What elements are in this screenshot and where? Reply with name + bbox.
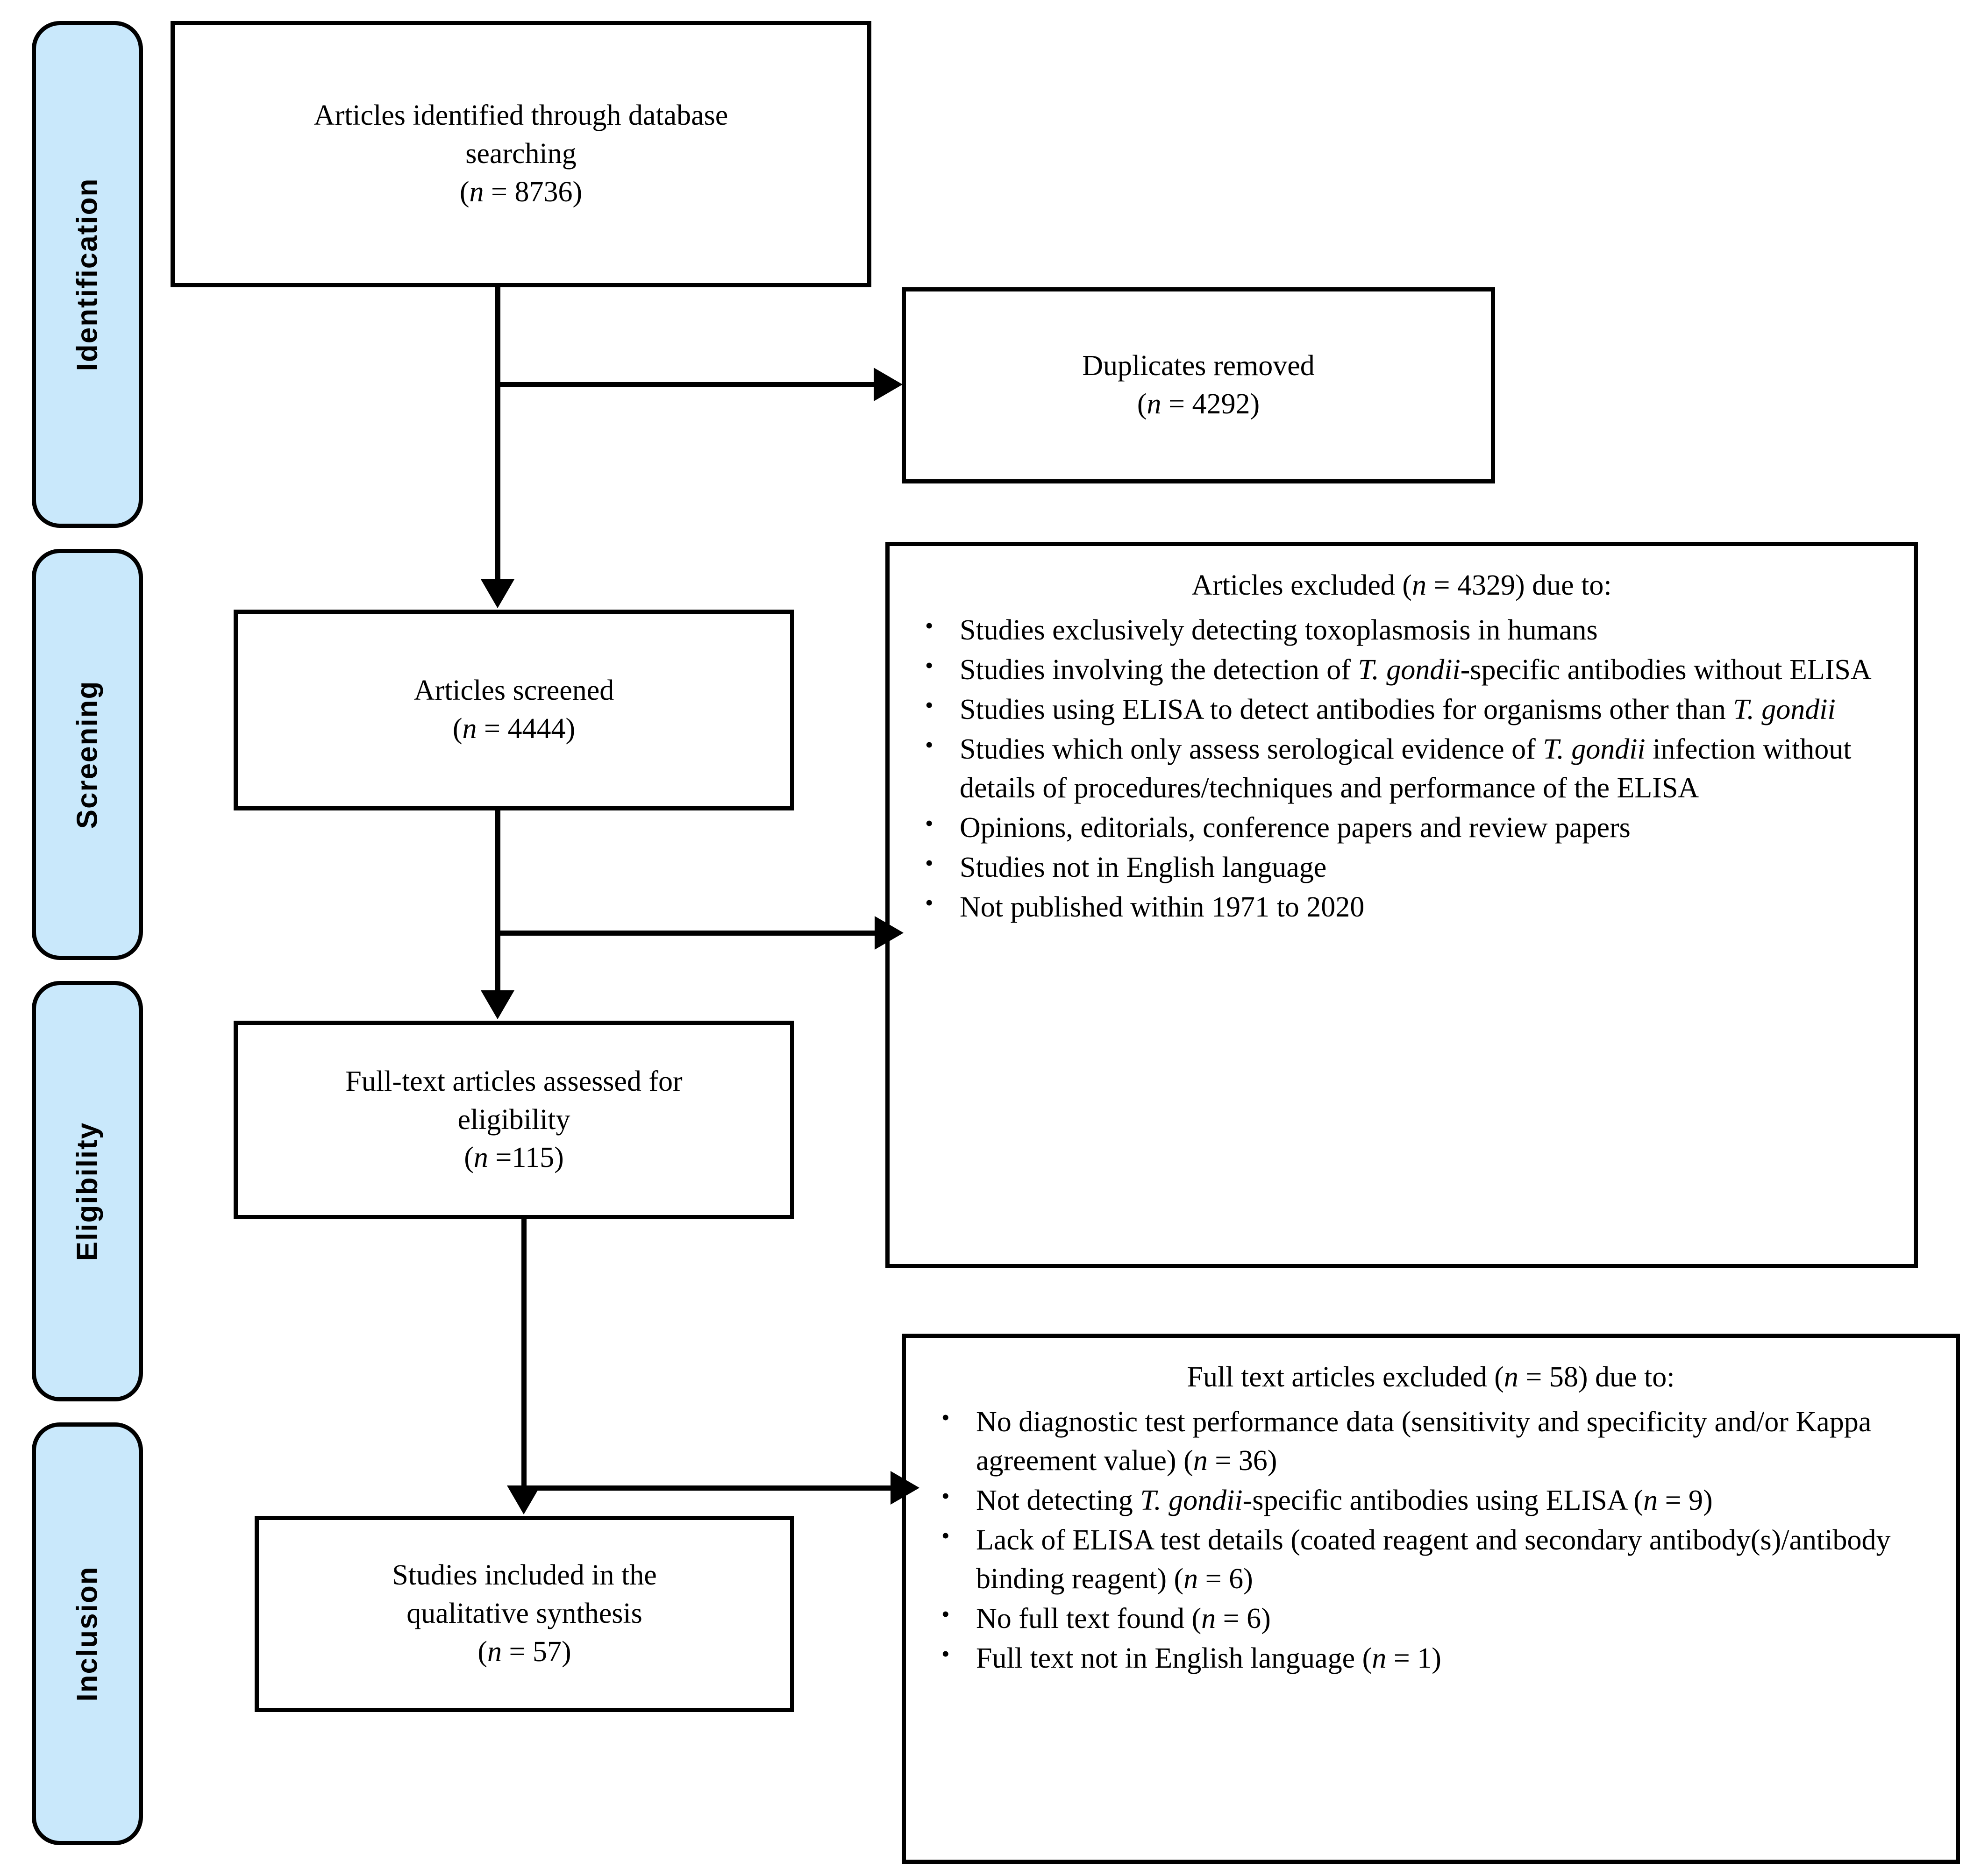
screening-exclusions-inner: Articles excluded (n = 4329) due to: Stu… [890,546,1914,942]
arrowhead-to-duplicates [874,368,903,401]
box-duplicates-removed: Duplicates removed (n = 4292) [902,287,1495,483]
stage-label-inclusion: Inclusion [71,1566,104,1702]
box-studies-included-text: Studies included in the qualitative synt… [381,1556,668,1671]
included-line2: qualitative synthesis [406,1598,642,1630]
exclusion-item: Not published within 1971 to 2020 [909,887,1894,927]
n-symbol: n [469,176,484,208]
included-count: (n = 57) [477,1635,571,1668]
exclusion-item: No diagnostic test performance data (sen… [926,1402,1936,1480]
fulltext-assessed-line2: eligibility [457,1103,570,1136]
box-articles-screened-text: Articles screened (n = 4444) [403,672,626,748]
stage-pill-screening: Screening [32,549,143,960]
box-articles-identified-text: Articles identified through database sea… [303,97,740,211]
arrowhead-to-screening-exclusions [875,916,904,950]
n-symbol: n [473,1142,488,1174]
connector-fulltext-to-included [521,1219,527,1485]
fulltext-exclusions-inner: Full text articles excluded (n = 58) due… [906,1338,1956,1693]
screening-exclusions-list: Studies exclusively detecting toxoplasmo… [909,610,1894,927]
box-fulltext-exclusions: Full text articles excluded (n = 58) due… [902,1334,1960,1864]
stage-pill-inclusion: Inclusion [32,1422,143,1845]
duplicates-line1: Duplicates removed [1082,350,1315,382]
n-symbol: n [462,713,477,745]
stage-label-identification: Identification [71,178,104,371]
arrowhead-to-fulltext-assessed [481,990,514,1019]
identified-count: (n = 8736) [459,176,583,208]
connector-to-fulltext-exclusions [521,1485,891,1491]
exclusion-item: No full text found (n = 6) [926,1599,1936,1638]
exclusion-item: Lack of ELISA test details (coated reage… [926,1520,1936,1599]
screening-exclusions-heading: Articles excluded (n = 4329) due to: [1191,569,1612,601]
exclusion-item: Studies using ELISA to detect antibodies… [909,689,1894,729]
connector-to-duplicates [495,382,874,387]
arrowhead-to-screened [481,579,514,608]
box-studies-included: Studies included in the qualitative synt… [255,1516,794,1712]
n-symbol: n [1412,569,1427,601]
exclusion-item: Studies not in English language [909,847,1894,887]
fulltext-assessed-line1: Full-text articles assessed for [345,1065,683,1097]
exclusion-item: Full text not in English language (n = 1… [926,1638,1936,1678]
screened-count: (n = 4444) [452,713,576,745]
screened-line1: Articles screened [413,675,614,707]
fulltext-assessed-count: (n =115) [464,1142,564,1174]
n-symbol: n [1147,388,1162,420]
fulltext-exclusions-list: No diagnostic test performance data (sen… [926,1402,1936,1678]
box-duplicates-removed-text: Duplicates removed (n = 4292) [1071,347,1326,424]
arrowhead-to-fulltext-exclusions [891,1471,919,1505]
box-screening-exclusions: Articles excluded (n = 4329) due to: Stu… [885,542,1918,1268]
exclusion-item: Studies involving the detection of T. go… [909,650,1894,689]
stage-label-eligibility: Eligibility [71,1122,104,1261]
exclusion-item: Studies which only assess serological ev… [909,729,1894,808]
n-symbol: n [1504,1361,1518,1393]
duplicates-count: (n = 4292) [1137,388,1260,420]
connector-identified-to-screened [495,287,500,579]
connector-to-screening-exclusions [495,931,875,936]
stage-pill-identification: Identification [32,21,143,528]
stage-pill-eligibility: Eligibility [32,981,143,1401]
identified-line2: searching [465,138,577,170]
identified-line1: Articles identified through database [314,99,728,132]
box-fulltext-assessed-text: Full-text articles assessed for eligibil… [334,1063,693,1177]
connector-screened-to-fulltext [495,810,500,990]
included-line1: Studies included in the [392,1559,657,1592]
n-symbol: n [487,1635,502,1668]
stage-label-screening: Screening [71,680,104,829]
exclusion-item: Studies exclusively detecting toxoplasmo… [909,610,1894,650]
box-articles-identified: Articles identified through database sea… [171,21,871,287]
exclusion-item: Not detecting T. gondii-specific antibod… [926,1480,1936,1520]
box-fulltext-assessed: Full-text articles assessed for eligibil… [234,1021,794,1219]
fulltext-exclusions-heading: Full text articles excluded (n = 58) due… [1187,1361,1675,1393]
box-articles-screened: Articles screened (n = 4444) [234,610,794,810]
exclusion-item: Opinions, editorials, conference papers … [909,808,1894,847]
